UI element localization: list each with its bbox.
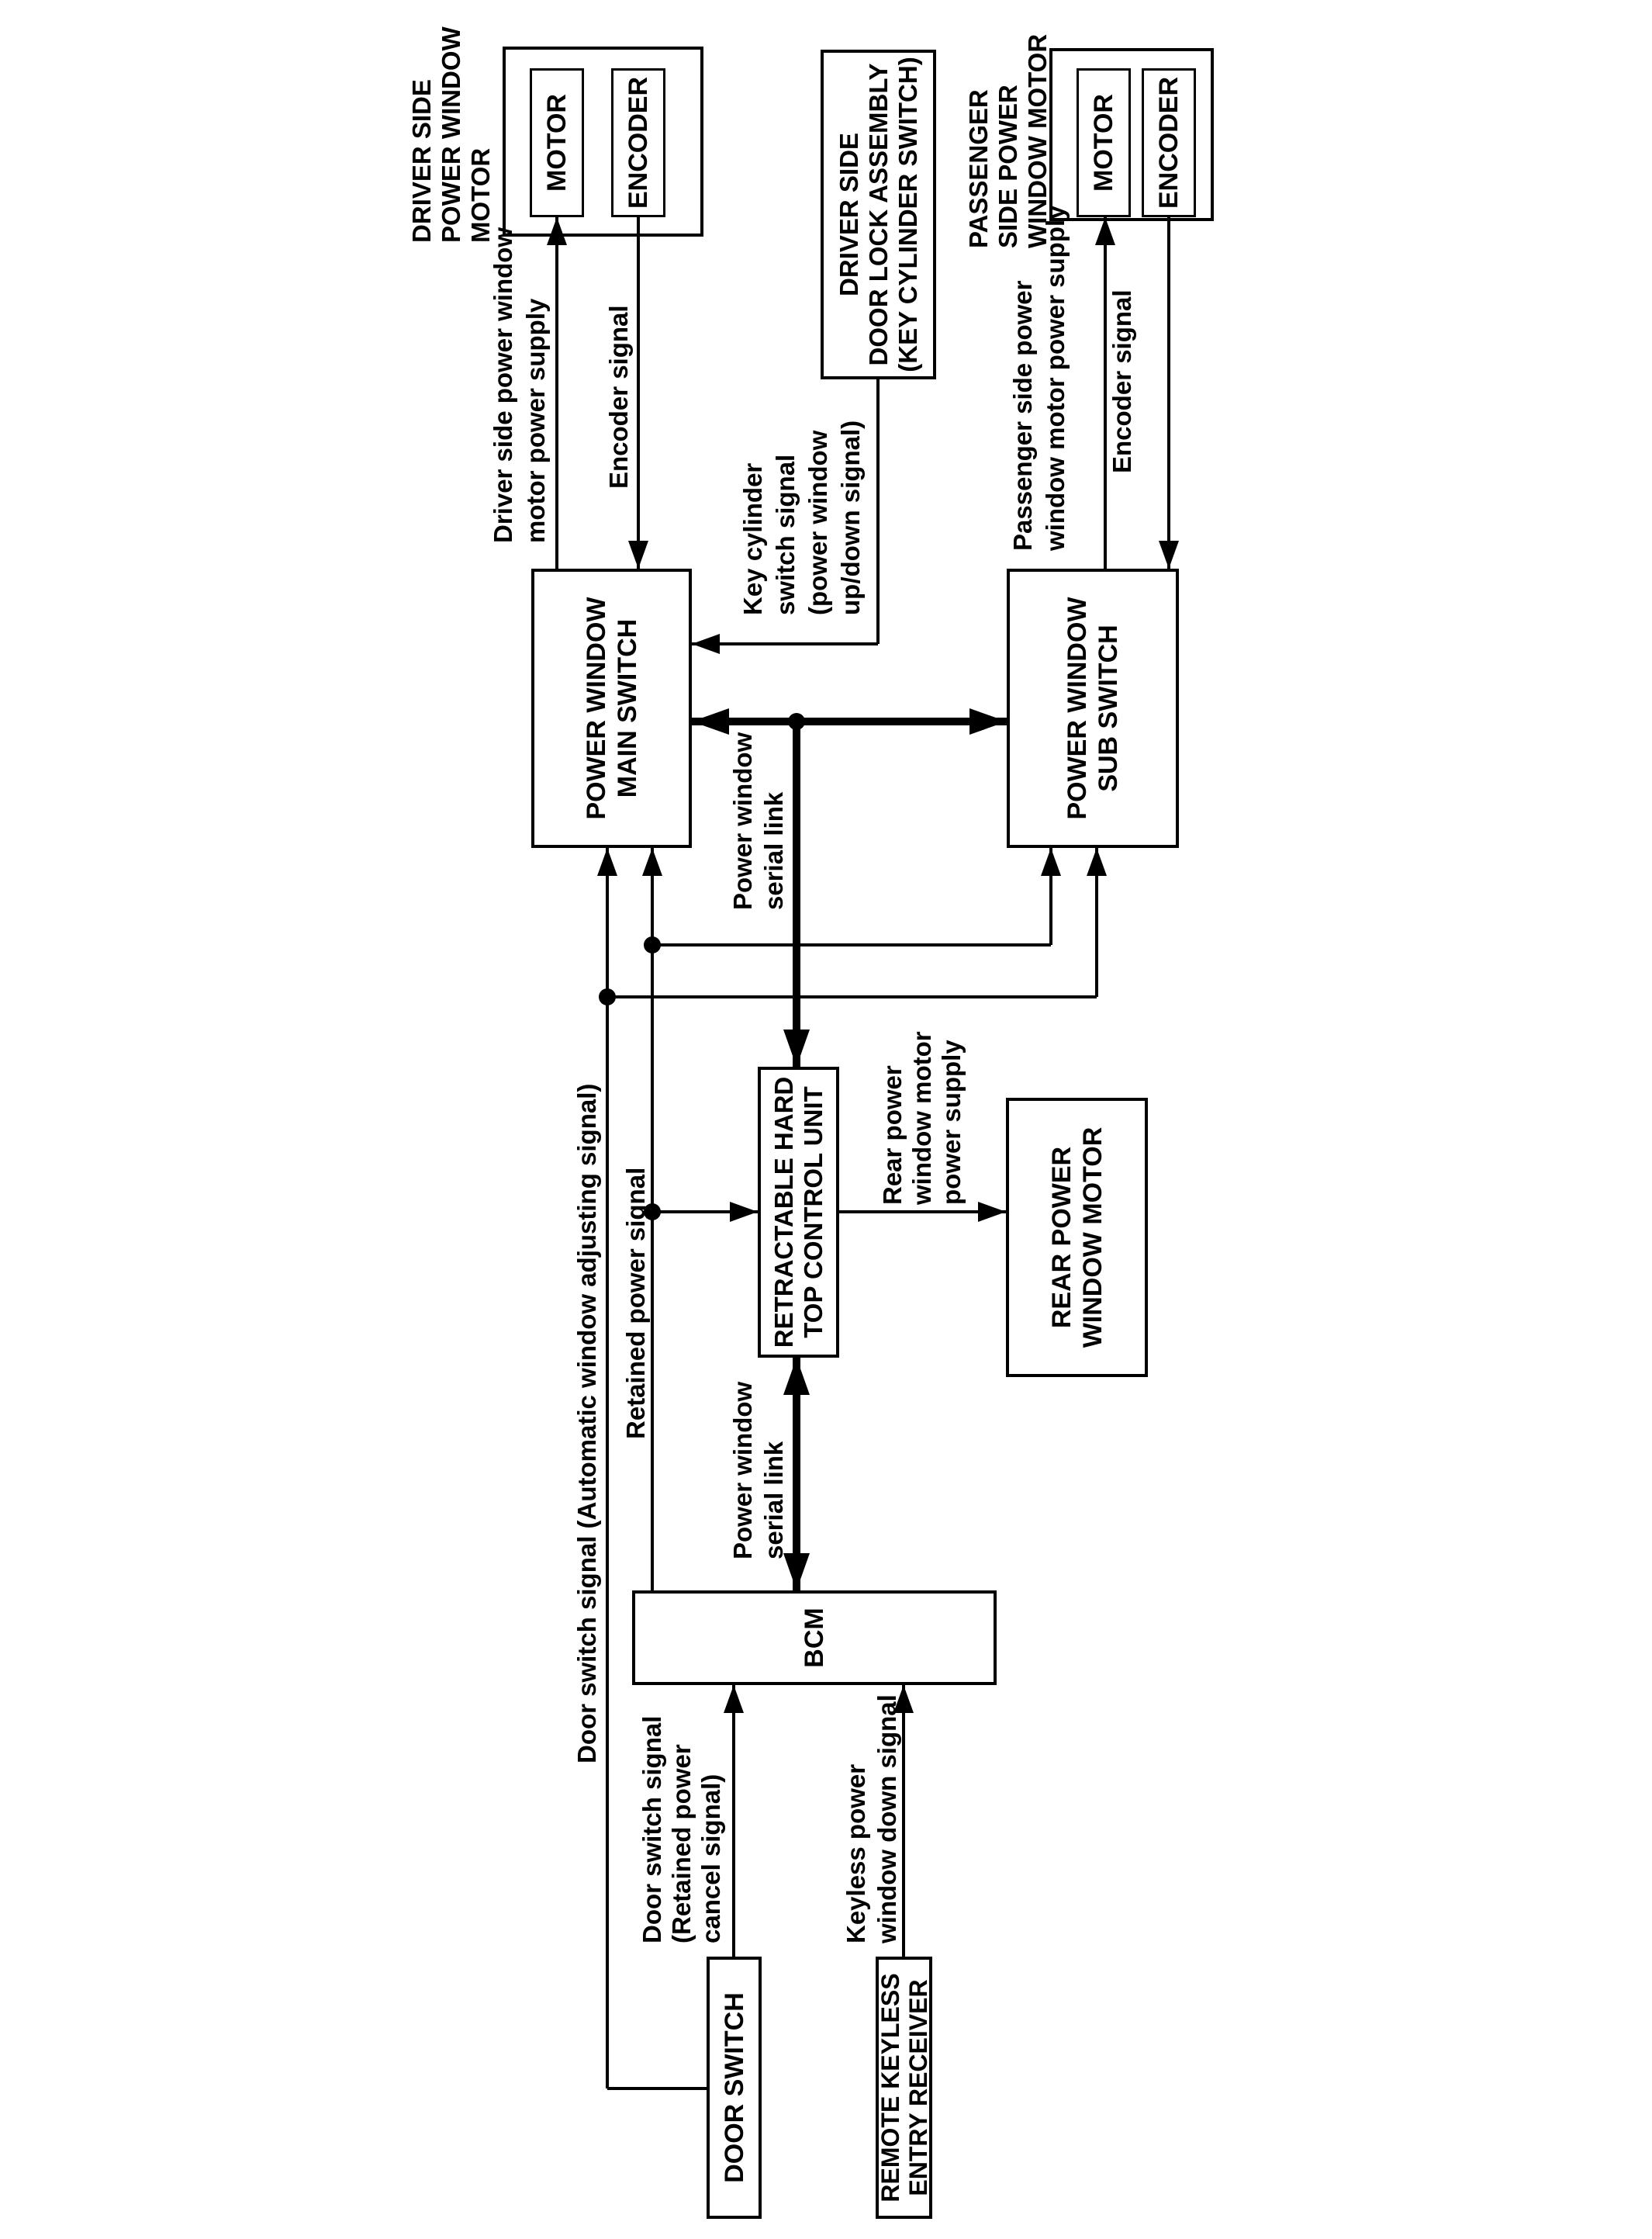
arrowhead-into-passenger-motor (1095, 217, 1115, 245)
rear-power-window-motor-box: REAR POWER WINDOW MOTOR (1006, 1098, 1148, 1377)
arrowhead-into-sub-switch-retained (1041, 848, 1061, 876)
arrowhead-into-rear-motor (978, 1202, 1006, 1222)
box-label: DOOR LOCK ASSEMBLY (863, 63, 893, 366)
box-label: RETRACTABLE HARD (769, 1076, 798, 1348)
driver-encoder-label: Encoder signal (604, 305, 633, 489)
box-label: ENTRY RECEIVER (904, 1979, 932, 2196)
driver-supply-label: Driver side power window motor power sup… (487, 227, 552, 543)
arrowhead-into-main-switch-encoder (628, 541, 648, 569)
arrowhead-into-sub-switch-doorsignal (1087, 848, 1107, 876)
retained-power-label: Retained power signal (621, 1167, 650, 1439)
label-line: window down signal (873, 1694, 901, 1943)
door-switch-signal-line (732, 1685, 735, 1957)
box-label: REAR POWER (1046, 1146, 1077, 1329)
label-line: window motor power supply (1041, 205, 1070, 552)
door-switch-auto-label: Door switch signal (Automatic window adj… (572, 1083, 601, 1763)
arrowhead-into-main-switch-doorsignal (597, 848, 617, 876)
driver-supply-line (555, 217, 558, 569)
serial-link-main-sub-line (692, 718, 1007, 725)
box-label: REMOTE KEYLESS (876, 1973, 904, 2203)
passenger-encoder-box: ENCODER (1142, 68, 1196, 217)
arrowhead-into-bcm-doorswitch (724, 1685, 744, 1713)
power-window-sub-switch-box: POWER WINDOW SUB SWITCH (1007, 569, 1179, 848)
passenger-supply-line (1104, 217, 1107, 569)
driver-motor-box: MOTOR (530, 68, 584, 217)
label-line: MOTOR (466, 147, 495, 243)
label-line: Key cylinder (738, 462, 767, 615)
bcm-box: BCM (632, 1590, 997, 1685)
box-label: BCM (800, 1607, 829, 1668)
keyless-down-label: Keyless power window down signal (841, 1694, 903, 1943)
label-line: Passenger side power (1008, 280, 1037, 551)
power-window-main-switch-box: POWER WINDOW MAIN SWITCH (531, 569, 692, 848)
label-line: up/down signal) (836, 420, 865, 615)
box-label: POWER WINDOW (581, 597, 611, 820)
label-line: (power window (804, 430, 832, 615)
door-switch-auto-leg (607, 2087, 707, 2090)
arrowhead-into-sub-switch-encoder (1159, 541, 1179, 569)
rear-supply-label: Rear power window motor power supply (878, 1031, 966, 1205)
label-line: PASSENGER (964, 89, 993, 248)
label-line: DRIVER SIDE (407, 79, 436, 243)
box-label: MAIN SWITCH (612, 618, 642, 798)
box-label: DRIVER SIDE (834, 133, 863, 296)
driver-encoder-line (637, 217, 640, 569)
label-line: Power window (728, 732, 757, 910)
box-label: DOOR SWITCH (719, 1992, 749, 2183)
passenger-encoder-line (1167, 217, 1170, 569)
driver-motor-title: DRIVER SIDE POWER WINDOW MOTOR (407, 26, 496, 243)
key-cylinder-label: Key cylinder switch signal (power window… (737, 420, 867, 615)
serial-link-lower-label: Power window serial link (728, 1382, 790, 1559)
label-line: serial link (759, 791, 788, 910)
serial-link-upper-label: Power window serial link (728, 732, 790, 910)
label-line: power supply (937, 1040, 966, 1205)
arrowhead-into-sub-switch-serial (969, 708, 1007, 735)
box-label: ENCODER (1154, 76, 1184, 209)
label-line: Rear power (878, 1065, 907, 1205)
arrowhead-into-main-switch-retained (642, 848, 662, 876)
remote-keyless-box: REMOTE KEYLESS ENTRY RECEIVER (876, 1957, 932, 2219)
key-cylinder-line-h (876, 379, 880, 644)
driver-encoder-box: ENCODER (611, 68, 665, 217)
passenger-supply-label: Passenger side power window motor power … (1007, 206, 1072, 552)
arrowhead-into-main-switch-serial (692, 708, 729, 735)
label-line: motor power supply (521, 298, 550, 543)
label-line: Door switch signal (638, 1715, 666, 1943)
label-line: POWER WINDOW (437, 26, 465, 243)
key-cylinder-line-v (692, 642, 878, 645)
arrowhead-into-retractable-serial (783, 1030, 810, 1067)
serial-link-retractable-line (793, 722, 800, 1067)
label-line: switch signal (771, 454, 800, 615)
box-label: ENCODER (624, 76, 653, 209)
box-label: POWER WINDOW (1063, 597, 1092, 820)
box-label: MOTOR (1089, 94, 1118, 192)
label-line: (Retained power (667, 1744, 696, 1943)
door-lock-assembly-box: DRIVER SIDE DOOR LOCK ASSEMBLY (KEY CYLI… (821, 50, 936, 379)
box-label: (KEY CYLINDER SWITCH) (893, 57, 922, 372)
box-label: SUB SWITCH (1094, 625, 1123, 792)
label-line: window motor (907, 1031, 936, 1205)
arrowhead-into-main-switch-key (692, 634, 720, 654)
label-line: Keyless power (842, 1763, 870, 1943)
label-line: cancel signal) (696, 1774, 725, 1943)
passenger-encoder-label: Encoder signal (1108, 289, 1136, 473)
label-line: serial link (759, 1441, 788, 1559)
retained-power-branch-sub-v (652, 943, 1051, 946)
arrowhead-into-retractable-retained (730, 1202, 758, 1222)
retractable-hard-top-box: RETRACTABLE HARD TOP CONTROL UNIT (758, 1067, 839, 1358)
door-switch-box: DOOR SWITCH (707, 1957, 762, 2219)
box-label: MOTOR (542, 94, 572, 192)
passenger-motor-box: MOTOR (1077, 68, 1131, 217)
box-label: TOP CONTROL UNIT (798, 1086, 828, 1338)
door-switch-auto-branch-v (607, 995, 1097, 998)
label-line: Driver side power window (489, 227, 517, 543)
door-switch-retained-label: Door switch signal (Retained power cance… (638, 1716, 726, 1943)
box-label: WINDOW MOTOR (1077, 1126, 1108, 1348)
door-switch-auto-line (606, 848, 609, 2088)
label-line: Power window (728, 1381, 757, 1559)
